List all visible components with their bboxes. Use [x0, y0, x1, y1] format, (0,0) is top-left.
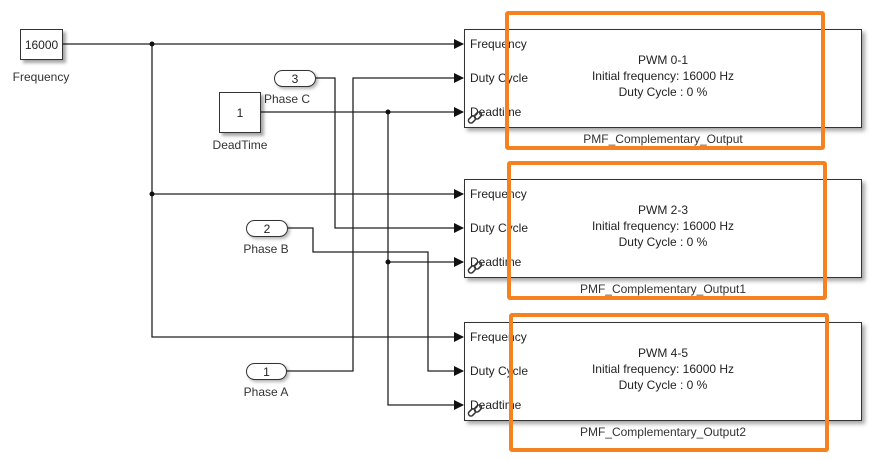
subsystem-name: PMF_Complementary_Output	[583, 132, 743, 146]
branch-point	[149, 41, 155, 47]
frequency-constant-label: Frequency	[12, 70, 70, 84]
inport-number: 2	[263, 221, 271, 236]
subsystem-initial-frequency: Initial frequency: 16000 Hz	[591, 362, 735, 376]
deadtime-constant-label: DeadTime	[212, 138, 268, 152]
branch-point	[385, 259, 391, 265]
port-deadtime: Deadtime	[470, 398, 522, 412]
library-link-icon	[467, 111, 483, 124]
port-duty-cycle: Duty Cycle	[470, 221, 529, 235]
inport-number: 3	[291, 71, 299, 86]
inport-phase-a-label: Phase A	[243, 385, 289, 399]
deadtime-constant-block[interactable]: 1	[219, 92, 261, 133]
port-frequency: Frequency	[470, 330, 527, 344]
inport-phase-c-label: Phase C	[263, 92, 311, 106]
port-frequency: Frequency	[470, 187, 527, 201]
subsystem-duty-cycle: Duty Cycle : 0 %	[618, 235, 708, 249]
wire-frequency-to-block2[interactable]	[151, 44, 464, 199]
wire-deadtime-to-block2[interactable]	[387, 112, 464, 267]
inport-phase-b[interactable]: 2	[246, 220, 288, 237]
branch-point	[385, 109, 391, 115]
port-duty-cycle: Duty Cycle	[470, 364, 529, 378]
subsystem-initial-frequency: Initial frequency: 16000 Hz	[591, 69, 735, 83]
subsystem-duty-cycle: Duty Cycle : 0 %	[618, 378, 708, 392]
library-link-icon	[467, 404, 483, 417]
wire-deadtime-to-block3[interactable]	[387, 262, 464, 410]
frequency-constant-block[interactable]: 16000	[20, 29, 63, 60]
wire-phase-c[interactable]	[315, 77, 464, 233]
inport-phase-c[interactable]: 3	[274, 70, 316, 87]
deadtime-constant-value: 1	[236, 105, 244, 120]
wire-phase-a[interactable]	[286, 73, 464, 372]
port-frequency: Frequency	[470, 37, 527, 51]
frequency-constant-value: 16000	[24, 37, 59, 52]
subsystem-title: PWM 0-1	[637, 53, 688, 67]
subsystem-name: PMF_Complementary_Output2	[579, 425, 747, 439]
library-link-icon	[467, 261, 483, 274]
inport-phase-b-label: Phase B	[243, 242, 289, 256]
subsystem-title: PWM 2-3	[637, 203, 688, 217]
port-duty-cycle: Duty Cycle	[470, 71, 529, 85]
subsystem-initial-frequency: Initial frequency: 16000 Hz	[591, 219, 735, 233]
wire-frequency-to-block3[interactable]	[151, 194, 464, 342]
inport-number: 1	[263, 364, 270, 379]
wire-phase-b[interactable]	[287, 227, 464, 376]
inport-phase-a[interactable]: 1	[246, 363, 287, 380]
pwm-subsystem-block[interactable]: Frequency Duty Cycle Deadtime PWM 2-3 In…	[464, 179, 862, 278]
subsystem-title: PWM 4-5	[637, 346, 688, 360]
subsystem-name: PMF_Complementary_Output1	[579, 282, 747, 296]
pwm-subsystem-block[interactable]: Frequency Duty Cycle Deadtime PWM 0-1 In…	[464, 29, 862, 128]
branch-point	[149, 191, 155, 197]
pwm-subsystem-block[interactable]: Frequency Duty Cycle Deadtime PWM 4-5 In…	[464, 322, 862, 421]
subsystem-duty-cycle: Duty Cycle : 0 %	[618, 85, 708, 99]
